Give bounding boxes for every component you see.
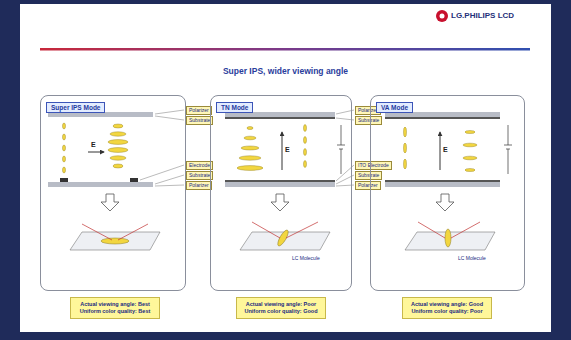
tn-cell: [225, 112, 345, 250]
mode-panel: VA Mode: [370, 95, 525, 291]
node-text: Actual viewing angle: Poor Uniform color…: [241, 301, 321, 315]
node-text: Substrate: [189, 172, 210, 179]
result-box: Actual viewing angle: Poor Uniform color…: [236, 297, 326, 319]
node-text: TN Mode: [216, 102, 253, 113]
node-text: Polarizer: [358, 107, 378, 114]
slide-title: Super IPS, wider viewing angle: [0, 66, 571, 76]
layer-tag: ITO Electrode: [355, 161, 392, 170]
leader-lines: [140, 110, 354, 186]
node-text: Substrate: [189, 117, 210, 124]
node-text: Super IPS Mode: [46, 102, 105, 113]
node-text: Polarizer: [358, 182, 378, 189]
field-label: E: [285, 146, 290, 153]
layer-tag: Substrate: [355, 171, 382, 180]
molecule-label: LC Molecule: [458, 255, 486, 261]
molecule-label: LC Molecule: [292, 255, 320, 261]
node-text: Substrate: [358, 117, 379, 124]
va-cell: [385, 112, 512, 250]
ips-cell: [48, 112, 160, 250]
mode-panel: Super IPS Mode: [40, 95, 186, 291]
layer-tag: Polarizer: [186, 181, 212, 190]
layer-tag: Polarizer: [186, 106, 212, 115]
node-text: Actual viewing angle: Good Uniform color…: [407, 301, 487, 315]
slide: [20, 4, 551, 332]
logo-text: LG.PHILIPS LCD: [451, 11, 514, 20]
logo-mark: [436, 10, 448, 22]
field-label: E: [91, 141, 96, 148]
divider: [40, 48, 530, 51]
node-text: ITO Electrode: [358, 162, 389, 169]
layer-tag: Polarizer: [355, 181, 381, 190]
mode-panel: TN Mode: [210, 95, 352, 291]
result-box: Actual viewing angle: Best Uniform color…: [70, 297, 160, 319]
result-box: Actual viewing angle: Good Uniform color…: [402, 297, 492, 319]
node-text: Substrate: [358, 172, 379, 179]
node-text: Polarizer: [189, 182, 209, 189]
node-text: VA Mode: [376, 102, 413, 113]
node-text: Polarizer: [189, 107, 209, 114]
node-text: Actual viewing angle: Best Uniform color…: [75, 301, 155, 315]
field-label: E: [443, 146, 448, 153]
node-text: Electrode: [189, 162, 210, 169]
layer-tag: Substrate: [355, 116, 382, 125]
